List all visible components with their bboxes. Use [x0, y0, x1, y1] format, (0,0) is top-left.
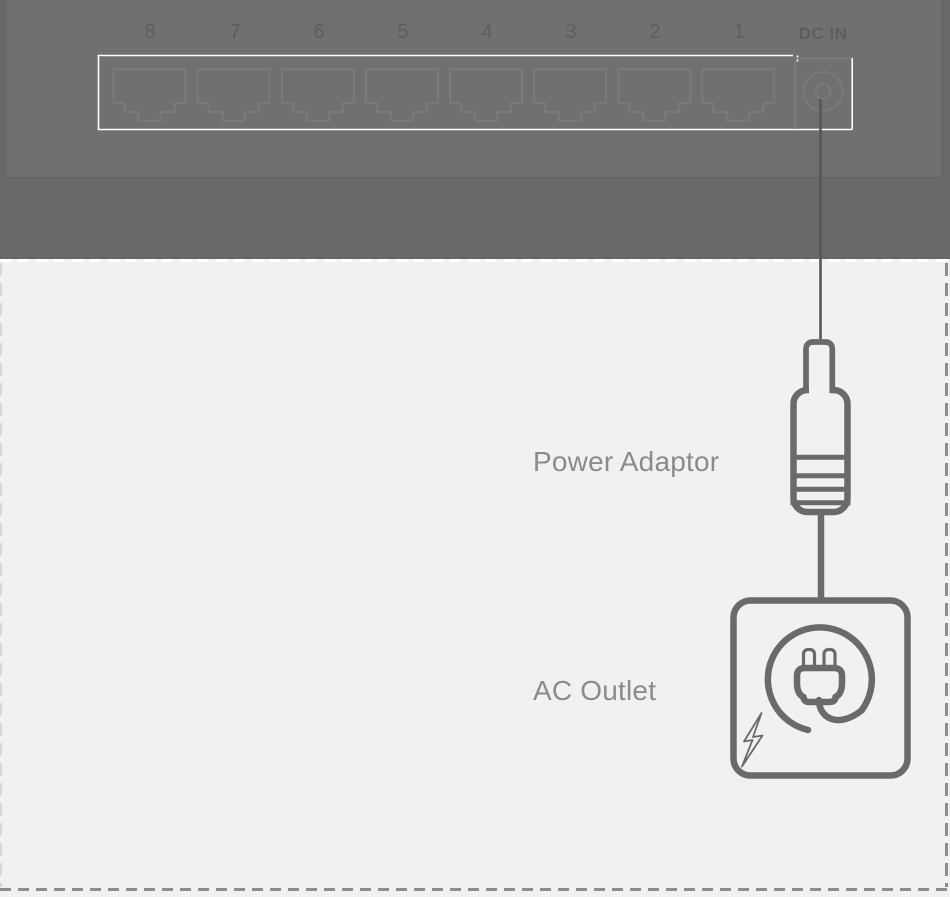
dc-in-label: DC IN [798, 24, 848, 43]
ethernet-port-icon [364, 68, 439, 122]
ethernet-port-icon [533, 68, 608, 122]
ac-outlet-icon [730, 597, 911, 779]
port-label-2: 2 [649, 21, 661, 43]
ethernet-port-icon [617, 68, 692, 122]
dashed-border-right [945, 263, 948, 887]
port-label-6: 6 [313, 21, 325, 43]
lightning-bolt-icon [741, 712, 764, 768]
instruction-panel [0, 259, 950, 891]
dashed-border-left [0, 263, 2, 887]
plug-icon [764, 624, 876, 734]
power-adaptor-icon [790, 339, 851, 516]
dashed-border-bottom [0, 888, 950, 891]
port-label-5: 5 [397, 21, 409, 43]
ethernet-port-icon [701, 68, 776, 122]
dashed-border-top [0, 259, 950, 262]
port-label-3: 3 [565, 21, 577, 43]
plug-cord [764, 624, 876, 734]
ethernet-ports [112, 68, 776, 122]
port-label-8: 8 [144, 21, 156, 43]
dc-in-box-outline [794, 57, 852, 129]
ethernet-port-icon [196, 68, 271, 122]
ac-outlet-label: AC Outlet [533, 675, 657, 706]
power-adaptor-label: Power Adaptor [533, 446, 720, 477]
ethernet-port-icon [449, 68, 523, 122]
switch-rear-panel [6, 0, 942, 178]
port-label-1: 1 [733, 21, 745, 43]
port-label-4: 4 [481, 21, 493, 43]
ethernet-port-icon [112, 68, 187, 122]
dc-jack-icon [802, 71, 844, 112]
port-label-7: 7 [229, 21, 241, 43]
ethernet-port-icon [280, 68, 355, 122]
